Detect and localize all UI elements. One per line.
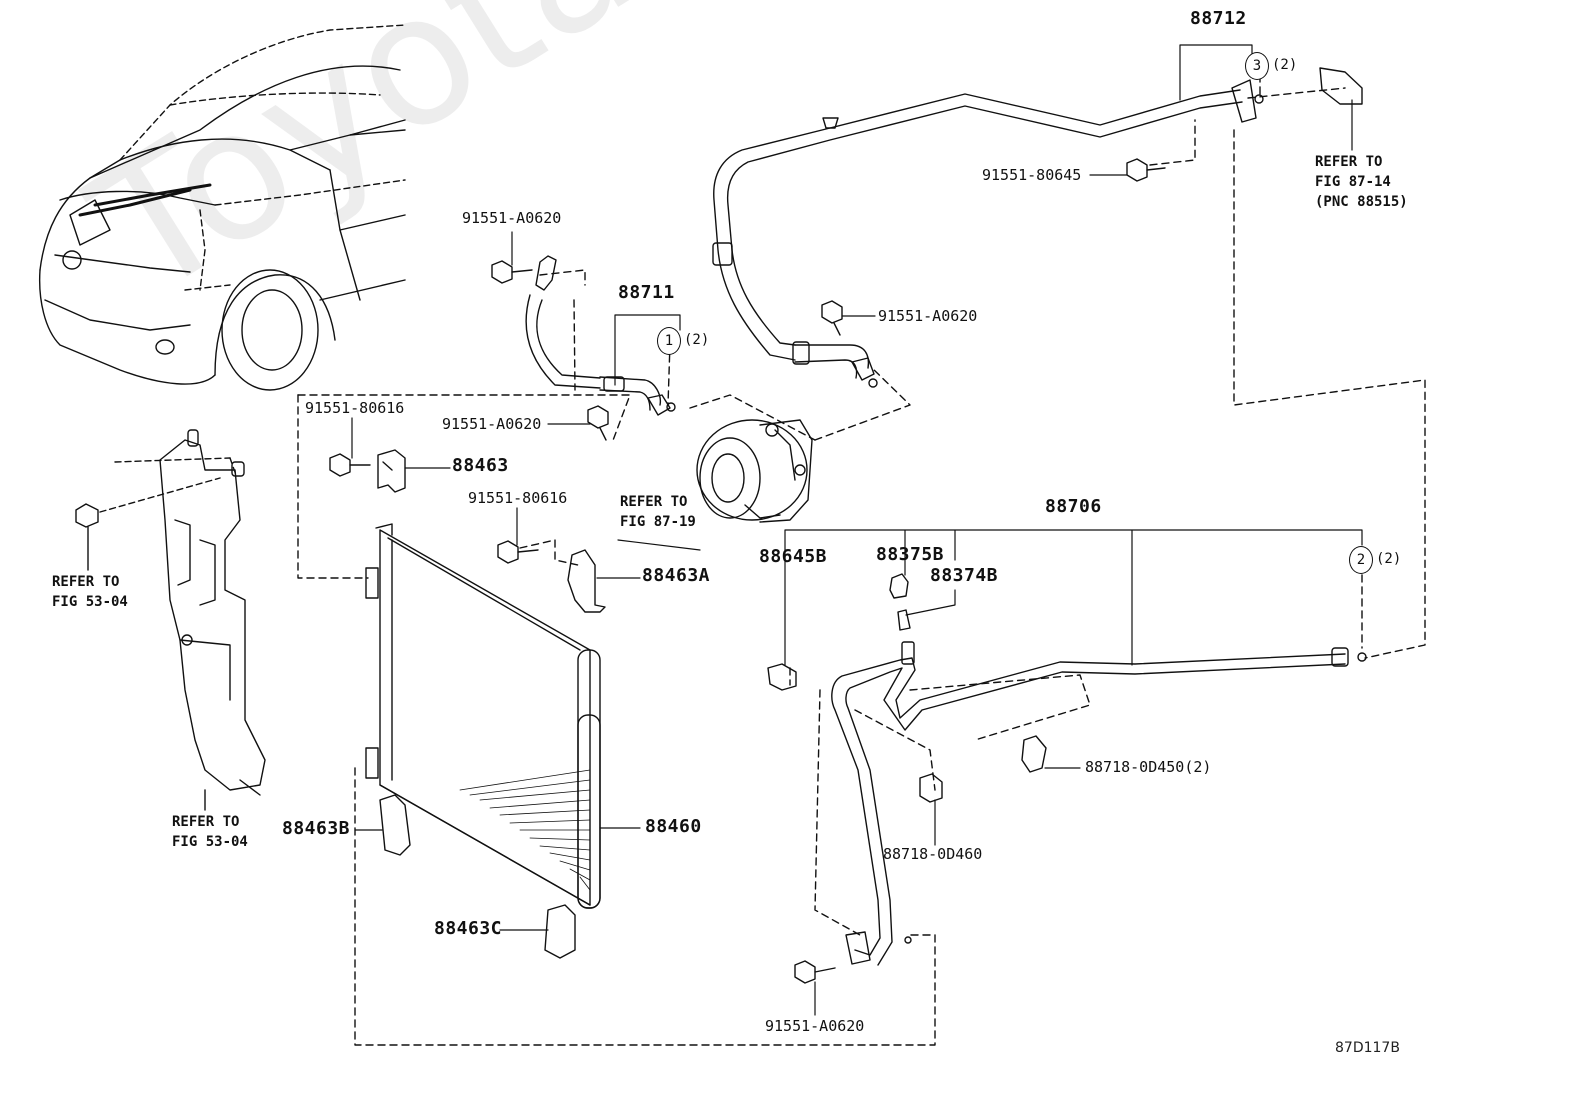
label-91551-A0620-bottom: 91551-A0620 [765, 1017, 865, 1035]
label-88463C: 88463C [434, 918, 503, 939]
condenser [365, 523, 601, 909]
label-88645B: 88645B [759, 546, 828, 567]
bracket-88463A [567, 549, 606, 613]
callout-2-qty: (2) [1376, 551, 1402, 567]
reference-fig-53-04-top[interactable]: REFER TO FIG 53-04 [52, 574, 128, 610]
bracket-88463 [377, 449, 406, 493]
label-88711: 88711 [618, 282, 675, 303]
callout-2: 2 [1349, 546, 1373, 574]
reference-fig-53-04-bottom[interactable]: REFER TO FIG 53-04 [172, 814, 248, 850]
label-88375B: 88375B [876, 544, 945, 565]
dashed-frames [297, 74, 1426, 1046]
hose-88711 [525, 255, 676, 416]
diagram-code: 87D117B [1335, 1040, 1400, 1056]
left-clip [75, 503, 99, 571]
bracket-88463B [379, 794, 411, 856]
label-88463B: 88463B [282, 818, 351, 839]
label-88374B: 88374B [930, 565, 999, 586]
label-88460: 88460 [645, 816, 702, 837]
leader-lines [351, 44, 1363, 1016]
label-91551-80616-mid: 91551-80616 [468, 489, 568, 507]
callout-3-qty: (2) [1272, 57, 1298, 73]
air-deflector [99, 429, 266, 796]
small-parts [767, 94, 1264, 803]
label-91551-A0620-top: 91551-A0620 [462, 209, 562, 227]
label-91551-80645: 91551-80645 [982, 166, 1082, 184]
callout-1-qty: (2) [684, 332, 710, 348]
label-88463: 88463 [452, 455, 509, 476]
label-88718-0D460: 88718-0D460 [883, 845, 983, 863]
label-88718-0D450: 88718-0D450(2) [1085, 758, 1212, 776]
car-illustration [38, 24, 406, 391]
pipe-88706 [831, 641, 1367, 966]
label-88706: 88706 [1045, 496, 1102, 517]
bracket-88463C [544, 904, 576, 959]
reference-fig-87-14[interactable]: REFER TO FIG 87-14 (PNC 88515) [1315, 154, 1408, 210]
hose-88712 [712, 67, 1363, 388]
compressor [696, 419, 813, 523]
label-88712: 88712 [1190, 8, 1247, 29]
bolts [329, 158, 1166, 984]
callout-3: 3 [1245, 52, 1269, 80]
callout-1: 1 [657, 327, 681, 355]
label-91551-A0620-mid: 91551-A0620 [442, 415, 542, 433]
label-88463A: 88463A [642, 565, 711, 586]
label-91551-80616-left: 91551-80616 [305, 399, 405, 417]
reference-fig-87-19[interactable]: REFER TO FIG 87-19 [620, 494, 696, 530]
label-91551-A0620-right: 91551-A0620 [878, 307, 978, 325]
